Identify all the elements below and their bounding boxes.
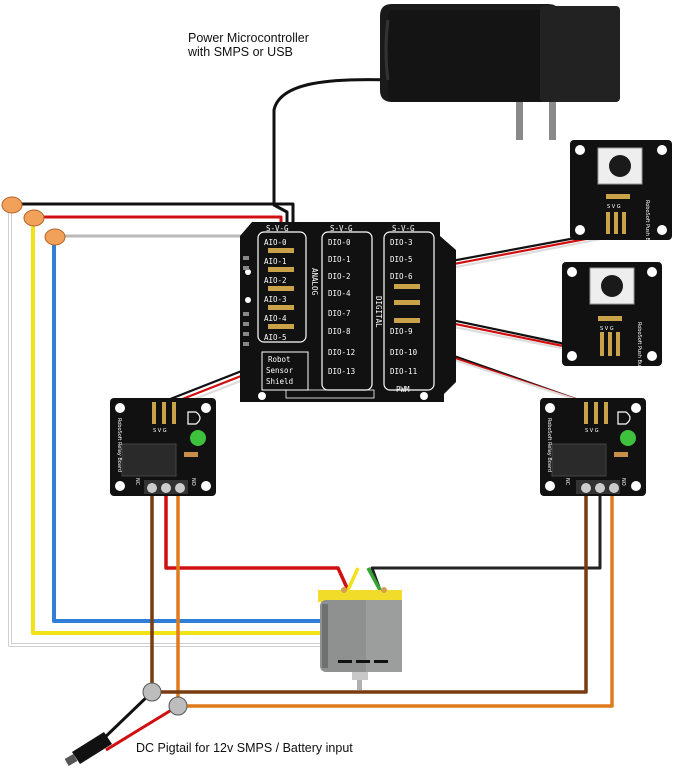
relay-left-no: NO: [190, 478, 196, 486]
power-label-line2: with SMPS or USB: [187, 45, 293, 59]
pin-aio-5: AIO-5: [264, 333, 287, 342]
pin-dio-12: DIO-12: [328, 348, 355, 357]
digital-side-label: DIGITAL: [374, 296, 383, 328]
pin-dio-10: DIO-10: [390, 348, 418, 357]
pin-aio-4: AIO-4: [264, 314, 287, 323]
wire-black-relay-motor: [370, 490, 602, 591]
pin-aio-0: AIO-0: [264, 238, 287, 247]
pin-dio-1: DIO-1: [328, 255, 351, 264]
shield-logo-line2: Sensor: [266, 366, 294, 375]
pin-dio-4: DIO-4: [328, 289, 351, 298]
pin-dio-0: DIO-0: [328, 238, 351, 247]
relay-left-pins: S V G: [153, 428, 167, 434]
relay-right-name: RoboSoft Relay Board: [546, 418, 552, 472]
pin-dio-8: DIO-8: [328, 327, 351, 336]
wire-yellow-motor: [346, 567, 360, 591]
wire-brown-right: [152, 490, 588, 694]
sensor-shield: S-V-G S-V-G S-V-G AIO-0 AIO-1 AIO-2 AIO-…: [240, 222, 456, 402]
power-adapter: [380, 4, 620, 140]
button-1-pins: S V G: [607, 204, 621, 210]
wires: [8, 78, 617, 752]
pin-dio-6: DIO-6: [390, 272, 413, 281]
push-button-board-2: S V G RoboSoft Push Button: [562, 262, 662, 376]
pin-dio-5: DIO-5: [390, 255, 413, 264]
pin-dio-3: DIO-3: [390, 238, 413, 247]
relay-board-left: S V G RoboSoft Relay Board NC NO: [110, 398, 216, 496]
analog-header-label: S-V-G: [266, 224, 289, 233]
pin-aio-3: AIO-3: [264, 295, 287, 304]
power-adapter-cable: [272, 78, 393, 238]
digital-header-label-2: S-V-G: [392, 224, 415, 233]
wire-red-relay-motor: [164, 490, 350, 591]
relay-board-right: S V G RoboSoft Relay Board NC NO: [540, 398, 646, 496]
relay-left-nc: NC: [134, 478, 140, 486]
relay-left-name: RoboSoft Relay Board: [116, 418, 122, 472]
wire-yellow-left: [31, 218, 322, 635]
button-1-name: RoboSoft Push Button: [644, 200, 650, 254]
pwm-label: PWM: [396, 385, 410, 394]
wire-green-motor: [366, 567, 382, 591]
shield-logo-line1: Robot: [268, 355, 291, 364]
pin-dio-11: DIO-11: [390, 367, 417, 376]
wire-orange-right: [178, 490, 614, 708]
relay-right-nc: NC: [564, 478, 570, 486]
sensor-connectors: [1, 196, 66, 246]
relay-right-pins: S V G: [585, 428, 599, 434]
wire-blue-left: [52, 237, 322, 623]
pin-aio-1: AIO-1: [264, 257, 287, 266]
pin-dio-13: DIO-13: [328, 367, 355, 376]
pin-aio-2: AIO-2: [264, 276, 287, 285]
wire-white-top: [56, 234, 272, 242]
button-2-pins: S V G: [600, 326, 614, 332]
dc-pigtail-plug: [64, 732, 112, 766]
digital-header-label-1: S-V-G: [330, 224, 353, 233]
dc-motor: [318, 587, 402, 690]
relay-right-no: NO: [620, 478, 626, 486]
dc-input-label: DC Pigtail for 12v SMPS / Battery input: [136, 741, 353, 755]
junctions: [142, 682, 188, 716]
button-2-name: RoboSoft Push Button: [636, 322, 642, 376]
power-label-line1: Power Microcontroller: [188, 31, 309, 45]
pin-dio-9: DIO-9: [390, 327, 413, 336]
shield-logo-line3: Shield: [266, 377, 293, 386]
push-button-board-1: S V G RoboSoft Push Button: [570, 140, 672, 254]
pin-dio-2: DIO-2: [328, 272, 351, 281]
pin-dio-7: DIO-7: [328, 309, 351, 318]
analog-side-label: ANALOG: [310, 268, 319, 296]
